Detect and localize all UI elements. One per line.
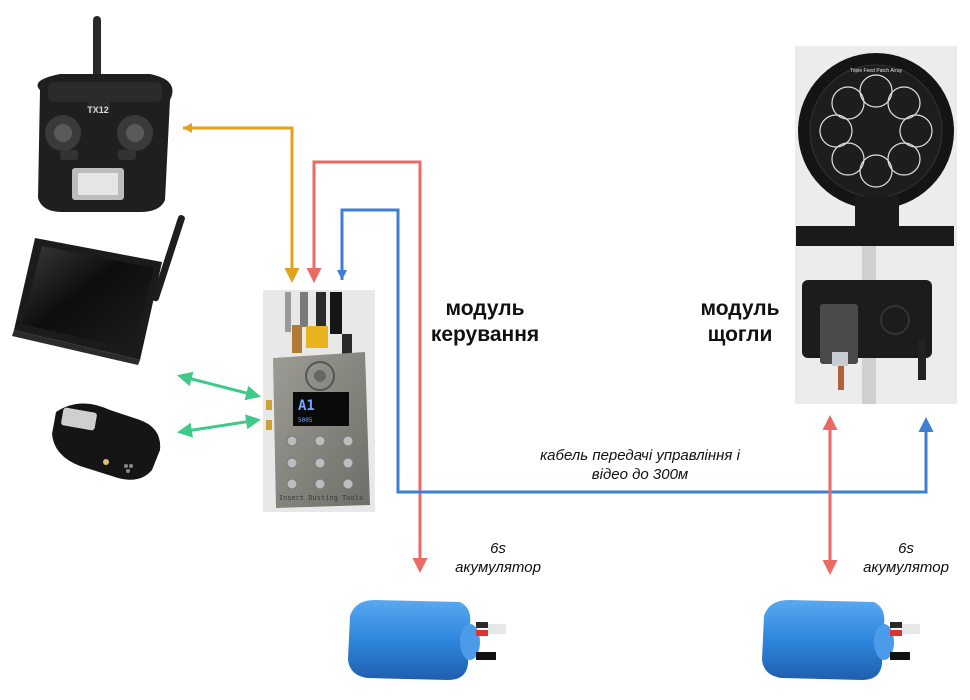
battery-right-label: 6s акумулятор <box>846 539 966 577</box>
battery-left-label-line2: акумулятор <box>455 559 541 576</box>
antenna-plate-label: Triple Feed Patch Array <box>850 68 903 74</box>
fpv-goggles-image <box>52 403 161 480</box>
control-module-label-line1: модуль <box>445 297 525 320</box>
mast-module-image <box>795 46 957 404</box>
battery-right-image <box>762 600 920 680</box>
battery-right-label-line1: 6s <box>898 540 914 557</box>
mast-module-label: модуль щогли <box>690 296 790 348</box>
blue-arrowhead-control <box>337 270 347 280</box>
orange-arrowhead-rc <box>183 123 192 133</box>
oled-channel: A1 <box>298 398 315 414</box>
cable-label: кабель передачі управління і відео до 30… <box>505 446 775 484</box>
fpv-monitor-image <box>12 215 185 365</box>
blue-arrow-cable-link <box>340 208 934 494</box>
rc-transmitter-image <box>37 16 173 212</box>
battery-right-label-line2: акумулятор <box>863 559 949 576</box>
red-arrow-power-link <box>306 160 428 573</box>
cable-label-line2: відео до 300м <box>591 466 689 483</box>
battery-left-label-line1: 6s <box>490 540 506 557</box>
green-arrow-goggles-link <box>177 414 261 438</box>
control-module-label: модуль керування <box>425 296 545 348</box>
case-engraving: Insect Dusting Tools <box>279 494 363 502</box>
mast-module-label-line2: щогли <box>707 323 773 346</box>
cable-label-line1: кабель передачі управління і <box>540 447 740 464</box>
battery-left-label: 6s акумулятор <box>438 539 558 577</box>
rc-model-label: TX12 <box>87 105 109 115</box>
oled-frequency: 5005 <box>298 417 313 424</box>
control-module-label-line2: керування <box>430 323 540 346</box>
green-arrow-monitor-link <box>177 371 261 401</box>
mast-module-label-line1: модуль <box>700 297 780 320</box>
battery-left-image <box>348 600 506 680</box>
orange-arrow-rc-link <box>183 126 300 283</box>
